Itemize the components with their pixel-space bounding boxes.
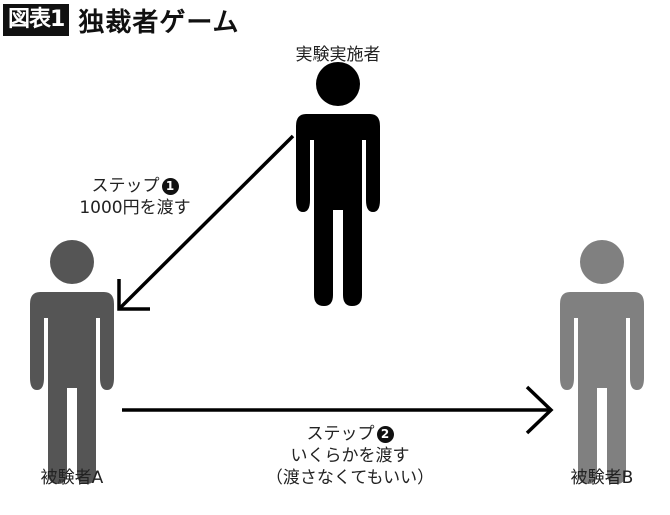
subject-b-label: 被験者B (570, 468, 634, 488)
step2-note: （渡さなくてもいい） (265, 468, 435, 488)
step1-number-badge: 1 (161, 178, 179, 195)
figure-header: 図表1 独裁者ゲーム (3, 3, 240, 38)
step1-text: 1000円を渡す (79, 198, 191, 218)
step1-arrow-icon (117, 134, 295, 311)
figure-title: 独裁者ゲーム (78, 7, 240, 38)
subject-a-figure-icon (30, 240, 114, 484)
experimenter-figure-icon (296, 62, 380, 306)
experimenter-label: 実験実施者 (295, 45, 381, 65)
subject-b-figure-icon (560, 240, 644, 484)
step2-number-badge: 2 (376, 426, 394, 443)
step2-arrow-icon (122, 385, 554, 435)
figure-number-badge: 図表1 (3, 4, 70, 36)
step2-text: いくらかを渡す (290, 446, 410, 466)
subject-a-label: 被験者A (40, 468, 104, 488)
